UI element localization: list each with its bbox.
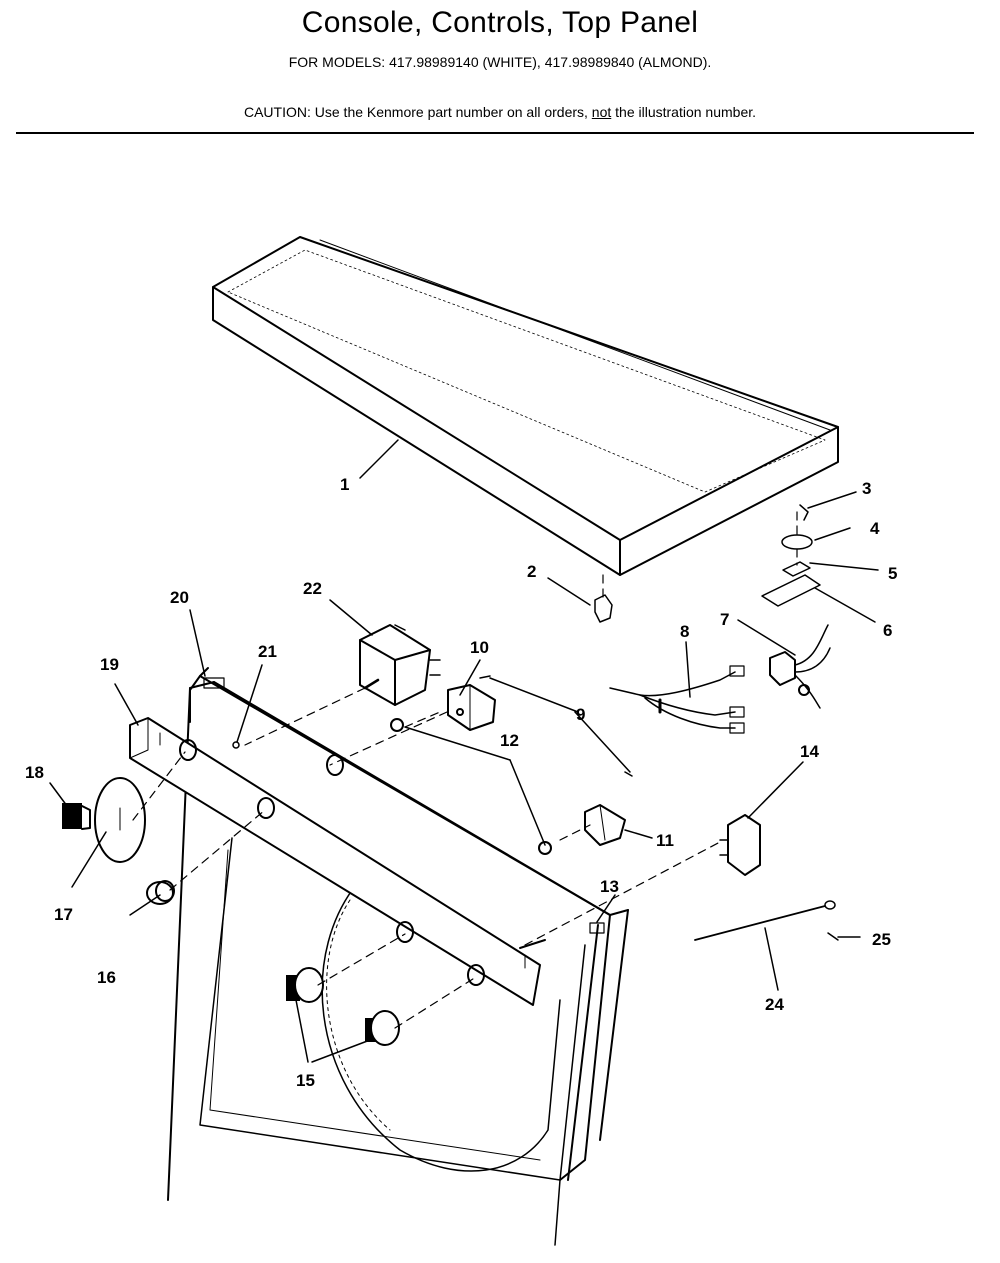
callout-15: 15 xyxy=(296,1071,315,1090)
callout-13: 13 xyxy=(600,877,619,896)
bracket-part-5 xyxy=(782,561,811,577)
top-panel-part xyxy=(212,236,839,576)
assembly-lines xyxy=(132,511,798,1029)
callout-24: 24 xyxy=(765,995,784,1014)
harness-part-7 xyxy=(769,624,831,709)
console-part xyxy=(189,667,611,934)
models-line: FOR MODELS: 417.98989140 (WHITE), 417.98… xyxy=(288,54,712,70)
caution-line: CAUTION: Use the Kenmore part number on … xyxy=(0,104,1000,120)
callout-8: 8 xyxy=(680,622,689,641)
bracket-part-6 xyxy=(761,574,821,607)
callout-16: 16 xyxy=(97,968,116,987)
ring-terminal-24 xyxy=(824,900,836,910)
callout-10: 10 xyxy=(470,638,489,657)
switch-part-10 xyxy=(447,684,496,731)
screw-part-21 xyxy=(232,741,240,749)
callout-5: 5 xyxy=(888,564,897,583)
caution-prefix: CAUTION: Use the Kenmore part number on … xyxy=(243,104,592,120)
callout-11: 11 xyxy=(656,831,674,850)
callout-6: 6 xyxy=(883,621,892,640)
knob-part-15b xyxy=(365,1010,400,1046)
dial-part-17 xyxy=(94,777,146,863)
callout-14: 14 xyxy=(800,742,819,761)
callout-19: 19 xyxy=(100,655,119,674)
callout-3: 3 xyxy=(862,479,871,498)
control-panel-part xyxy=(129,717,541,1006)
washer-part-4 xyxy=(781,534,813,550)
header-rule xyxy=(16,132,974,134)
cord-part-24 xyxy=(694,905,826,941)
callout-9: 9 xyxy=(576,705,585,724)
knob-part-18 xyxy=(62,803,91,830)
callout-labels: 1 2 3 4 5 6 7 8 9 10 11 12 13 14 15 16 1… xyxy=(25,475,897,1090)
callout-4: 4 xyxy=(870,519,880,538)
callout-7: 7 xyxy=(720,610,729,629)
screw-part-12 xyxy=(390,718,552,855)
callout-20: 20 xyxy=(170,588,189,607)
screw-part-13 xyxy=(519,939,546,949)
callout-18: 18 xyxy=(25,763,44,782)
harness-part-8 xyxy=(609,665,745,734)
timer-part xyxy=(359,624,441,706)
callout-1: 1 xyxy=(340,475,349,494)
leader-lines xyxy=(49,439,879,1063)
screw-part-9 xyxy=(479,675,633,777)
callout-2: 2 xyxy=(527,562,536,581)
screw-part-3 xyxy=(799,504,809,521)
caution-not: not xyxy=(591,104,612,120)
clip-part-2 xyxy=(594,594,613,623)
page-title: Console, Controls, Top Panel xyxy=(301,6,699,39)
callout-22: 22 xyxy=(303,579,322,598)
caution-suffix: the illustration number. xyxy=(611,104,757,120)
callout-17: 17 xyxy=(54,905,73,924)
knob-part-15a xyxy=(286,967,324,1003)
switch-part-14 xyxy=(719,814,761,876)
callout-25: 25 xyxy=(872,930,891,949)
switch-part-11 xyxy=(584,804,626,846)
cabinet-front-part xyxy=(167,681,629,1246)
screw-part-25 xyxy=(827,932,839,941)
callout-12: 12 xyxy=(500,731,519,750)
callout-21: 21 xyxy=(258,642,277,661)
